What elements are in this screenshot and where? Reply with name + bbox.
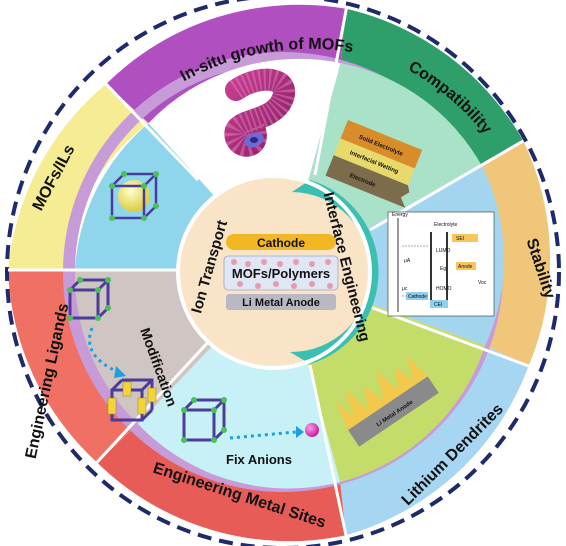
label-voc: Voc (478, 280, 487, 286)
label-fix-anions: Fix Anions (226, 452, 292, 467)
fix-anions-illustration: Fix Anions (181, 397, 319, 467)
mof-cage-illustration (109, 171, 159, 221)
label-lumo: LUMO (436, 248, 451, 254)
label-li-metal-anode: Li Metal Anode (242, 297, 320, 309)
segment-compatibility (340, 8, 524, 167)
label-energy: Energy (392, 212, 408, 218)
label-homo: HOMO (436, 286, 452, 292)
compatibility-stack: Solid Electrolyte Interfacial Wetting El… (325, 120, 423, 208)
stability-energy-diagram: Energy Electrolyte SEI LUMO HOMO Eg Anod… (387, 211, 495, 317)
label-mofs-polymers: MOFs/Polymers (232, 266, 330, 281)
twisted-tube-illustration (224, 68, 295, 157)
segment-ligands (8, 270, 138, 463)
label-anode: Anode (458, 264, 473, 270)
label-cathode: Cathode (257, 236, 305, 250)
segment-lithium-dendrites (340, 345, 529, 536)
label-cei: CEI (434, 302, 442, 308)
outer-dashed-border (5, 0, 561, 546)
label-ua: μA (404, 258, 411, 264)
battery-stack: Cathode MOFs/Polymers Li Metal Anode (223, 234, 339, 310)
label-sei: SEI (456, 236, 464, 242)
label-eg: Eg (440, 266, 446, 272)
label-electrolyte: Electrolyte (434, 222, 458, 228)
label-uc: μc (402, 286, 408, 292)
label-cathode-small: Cathode (408, 294, 427, 300)
segment-mofs-ils (8, 84, 149, 270)
